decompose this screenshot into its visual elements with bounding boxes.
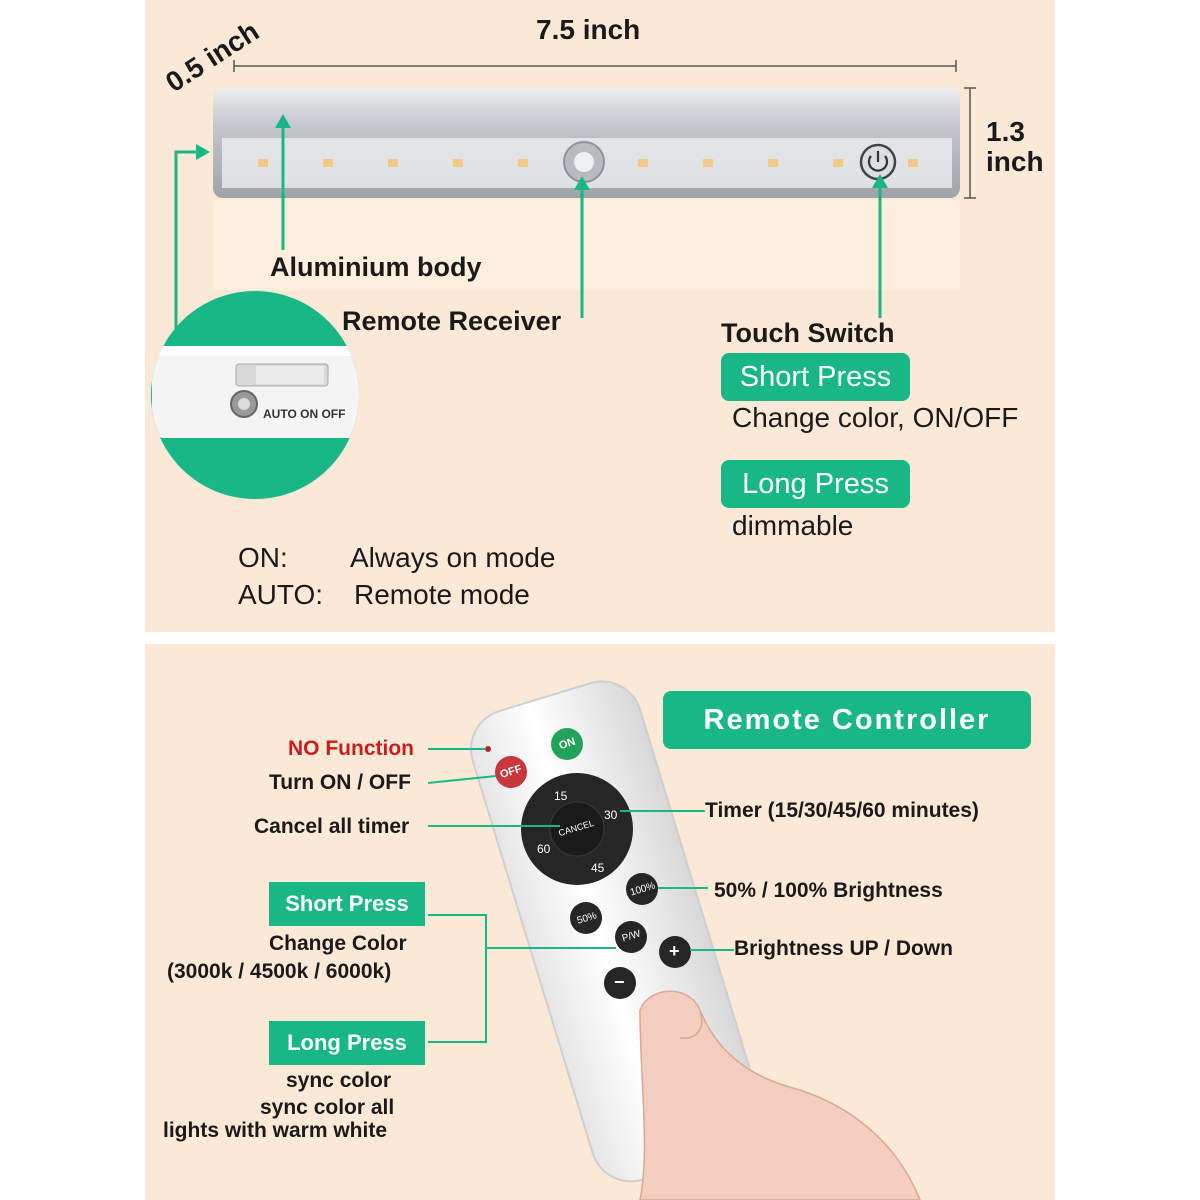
- height-dimension-value: 1.3: [986, 116, 1025, 147]
- remote-off-button[interactable]: [495, 756, 527, 788]
- long-press-badge: Long Press: [721, 460, 910, 508]
- height-dimension-line: [964, 87, 976, 199]
- timer-45-text: 45: [591, 861, 605, 875]
- length-dimension-line: [233, 60, 957, 72]
- mode-switch-zoom: [151, 291, 359, 499]
- remote-minus-button[interactable]: [604, 967, 636, 999]
- no-function-label: NO Function: [288, 737, 414, 760]
- hand-image: [639, 990, 921, 1200]
- sync-color-all-label: sync color all: [260, 1096, 395, 1119]
- on-mode-key: ON:: [238, 542, 288, 573]
- switch-position-label: AUTO ON OFF: [263, 407, 346, 421]
- led-row: [258, 159, 918, 167]
- remote-long-press-badge: Long Press: [269, 1021, 425, 1065]
- brightness-updown-label: Brightness UP / Down: [734, 937, 953, 960]
- long-press-description: dimmable: [732, 510, 854, 541]
- remote-plus-button[interactable]: [659, 936, 691, 968]
- remote-leader-lines: [427, 748, 734, 1043]
- timer-60-text: 60: [537, 842, 551, 856]
- remote-on-button[interactable]: [551, 728, 583, 760]
- cancel-timer-label: Cancel all timer: [254, 815, 410, 838]
- timer-30-text: 30: [604, 808, 618, 822]
- callout-arrows: [174, 114, 888, 330]
- power-button-icon[interactable]: [859, 143, 897, 181]
- length-dimension-label: 7.5 inch: [536, 14, 641, 45]
- brightness-preset-label: 50% / 100% Brightness: [714, 879, 943, 902]
- aluminium-body-label: Aluminium body: [270, 252, 482, 282]
- turn-on-off-label: Turn ON / OFF: [269, 771, 411, 794]
- remote-receiver-label: Remote Receiver: [342, 306, 562, 336]
- short-press-badge: Short Press: [721, 353, 910, 401]
- short-press-description: Change color, ON/OFF: [732, 402, 1019, 433]
- color-temperatures-label: (3000k / 4500k / 6000k): [167, 960, 392, 983]
- minus-button-text: −: [614, 972, 625, 992]
- sync-color-label: sync color: [286, 1069, 392, 1092]
- remote-short-press-badge: Short Press: [269, 882, 425, 926]
- remote-50-button[interactable]: [570, 902, 602, 934]
- timer-15-text: 15: [554, 789, 568, 803]
- height-dimension-unit: inch: [986, 146, 1044, 177]
- remote-ir-dot: [485, 746, 491, 752]
- auto-mode-description: Remote mode: [354, 579, 530, 610]
- plus-button-text: +: [669, 941, 680, 961]
- remote-100-button[interactable]: [626, 873, 658, 905]
- on-mode-description: Always on mode: [350, 542, 556, 573]
- remote-receiver-sensor: [563, 141, 605, 183]
- timer-label: Timer (15/30/45/60 minutes): [705, 799, 979, 822]
- remote-cancel-button[interactable]: [549, 801, 605, 857]
- remote-pw-button[interactable]: [615, 921, 647, 953]
- touch-switch-label: Touch Switch: [721, 318, 895, 348]
- warm-white-label: lights with warm white: [163, 1119, 388, 1142]
- remote-controller-title: Remote Controller: [663, 691, 1031, 749]
- auto-mode-key: AUTO:: [238, 579, 324, 610]
- change-color-label: Change Color: [269, 932, 407, 955]
